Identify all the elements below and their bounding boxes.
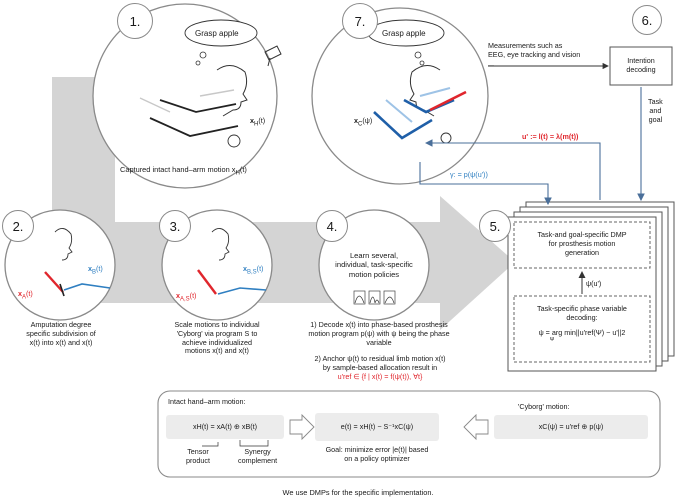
step4-circle xyxy=(318,209,430,321)
captured-caption: Captured intact hand–arm motion xH(t) xyxy=(120,165,247,177)
thought-text-7: Grasp apple xyxy=(382,29,426,38)
thought-text-1: Grasp apple xyxy=(195,29,239,38)
step2-xb: xB(t) xyxy=(88,264,103,276)
phase-box xyxy=(513,295,651,363)
intact-equation: xH(t) = xA(t) ⊕ xB(t) xyxy=(192,422,258,431)
step-5-badge: 5. xyxy=(479,210,511,242)
footer-text: We use DMPs for the specific implementat… xyxy=(282,488,434,497)
xc-psi-label: xC(ψ) xyxy=(354,116,373,128)
step3-xb: xB,S(t) xyxy=(243,264,264,276)
step2-xa: xA(t) xyxy=(18,289,33,301)
intention-box xyxy=(609,46,673,86)
anchor-text: 2) Anchor ψ(t) to residual limb motion x… xyxy=(314,354,446,381)
xh-label: xH(t) xyxy=(250,116,266,128)
step-3-badge: 3. xyxy=(159,210,191,242)
psi-u-label: ψ(u') xyxy=(586,279,602,288)
step3-caption: Scale motions to individual'Cyborg' via … xyxy=(174,320,260,356)
gamma-equation: γ: = p(ψ(u')) xyxy=(450,170,488,179)
step-6-badge: 6. xyxy=(632,5,662,35)
step3-circle xyxy=(161,209,273,321)
cyborg-title: 'Cyborg' motion: xyxy=(518,402,570,411)
decode-text: 1) Decode x(t) into phase-based prosthes… xyxy=(308,320,450,347)
intact-title: Intact hand–arm motion: xyxy=(168,397,246,406)
step3-xa: xA,S(t) xyxy=(176,291,197,303)
step2-circle xyxy=(4,209,116,321)
error-equation: e(t) = xH(t) − S⁻¹xC(ψ) xyxy=(340,422,414,431)
dmp-box xyxy=(513,221,651,269)
step-1-badge: 1. xyxy=(117,3,153,39)
step-2-badge: 2. xyxy=(2,210,34,242)
step-7-badge: 7. xyxy=(342,3,378,39)
step-4-badge: 4. xyxy=(316,210,348,242)
flow-arrow-main xyxy=(52,196,515,330)
u-equation: u' := l(t) = λ(m(t)) xyxy=(522,132,579,141)
cyborg-equation: xC(ψ) = u'ref ⊕ p(ψ) xyxy=(538,422,604,431)
